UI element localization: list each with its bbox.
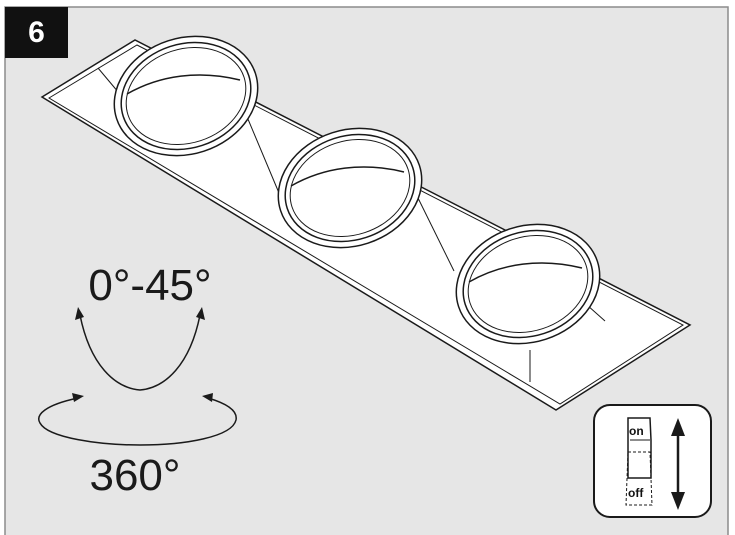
step-number-badge: 6 — [5, 7, 68, 58]
downlight-fixture — [40, 35, 692, 411]
tilt-angle-label: 0°-45° — [88, 261, 212, 310]
rotation-angle-label: 360° — [89, 451, 181, 500]
rocker-switch-icon — [627, 417, 652, 479]
spotlight-1 — [113, 35, 259, 157]
switch-indicator — [593, 404, 712, 518]
switch-off-label: off — [628, 486, 644, 500]
rotation-arrow-icon — [38, 393, 237, 446]
switch-box — [593, 404, 712, 518]
switch-on-label: on — [629, 424, 644, 438]
spotlight-3 — [455, 223, 601, 345]
spotlight-2 — [277, 127, 423, 249]
up-down-arrow-icon — [671, 418, 685, 510]
tilt-arrow-icon — [75, 307, 205, 391]
